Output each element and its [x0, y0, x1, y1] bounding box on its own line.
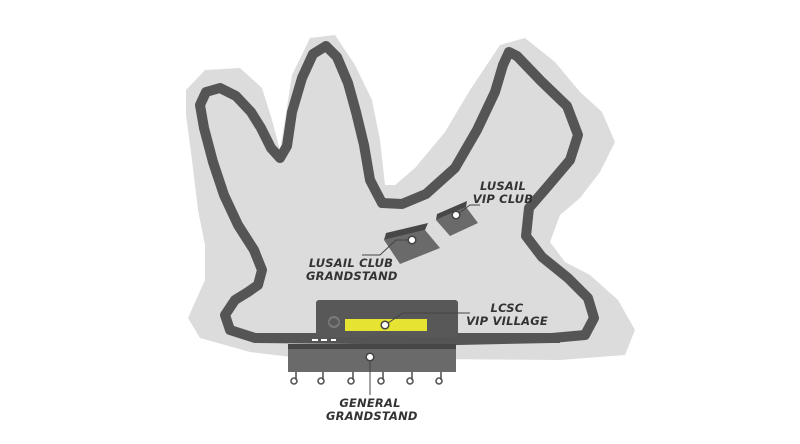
label-general-grandstand: GENERAL GRANDSTAND [326, 396, 418, 423]
label-lcsc-vip-village-line1: LCSC [490, 301, 524, 315]
label-lusail-club-grandstand-line1: LUSAIL CLUB [308, 256, 394, 270]
label-lusail-club-grandstand: LUSAIL CLUB GRANDSTAND [306, 256, 398, 283]
label-general-grandstand-line1: GENERAL [339, 396, 401, 410]
lusail-vip-club-building [436, 201, 478, 236]
race-track [195, 41, 599, 345]
label-general-grandstand-line2: GRANDSTAND [326, 409, 418, 423]
leader-lines [362, 204, 480, 395]
lusail-club-grandstand-building [384, 223, 440, 264]
label-lusail-vip-club: LUSAIL VIP CLUB [468, 180, 538, 206]
label-starting-grid: Starting Grid [370, 334, 407, 341]
label-lcsc-vip-village: LCSC VIP VILLAGE [466, 302, 548, 328]
label-lusail-vip-club-line2: VIP CLUB [472, 192, 534, 206]
label-lusail-vip-club-line1: LUSAIL [479, 179, 527, 193]
entrance-arrow-icon [290, 372, 443, 385]
label-lcsc-vip-village-line2: VIP VILLAGE [466, 314, 548, 328]
location-pin-icon [365, 210, 461, 362]
label-lusail-club-grandstand-line2: GRANDSTAND [306, 269, 398, 283]
circuit-logo-icon [328, 316, 340, 328]
